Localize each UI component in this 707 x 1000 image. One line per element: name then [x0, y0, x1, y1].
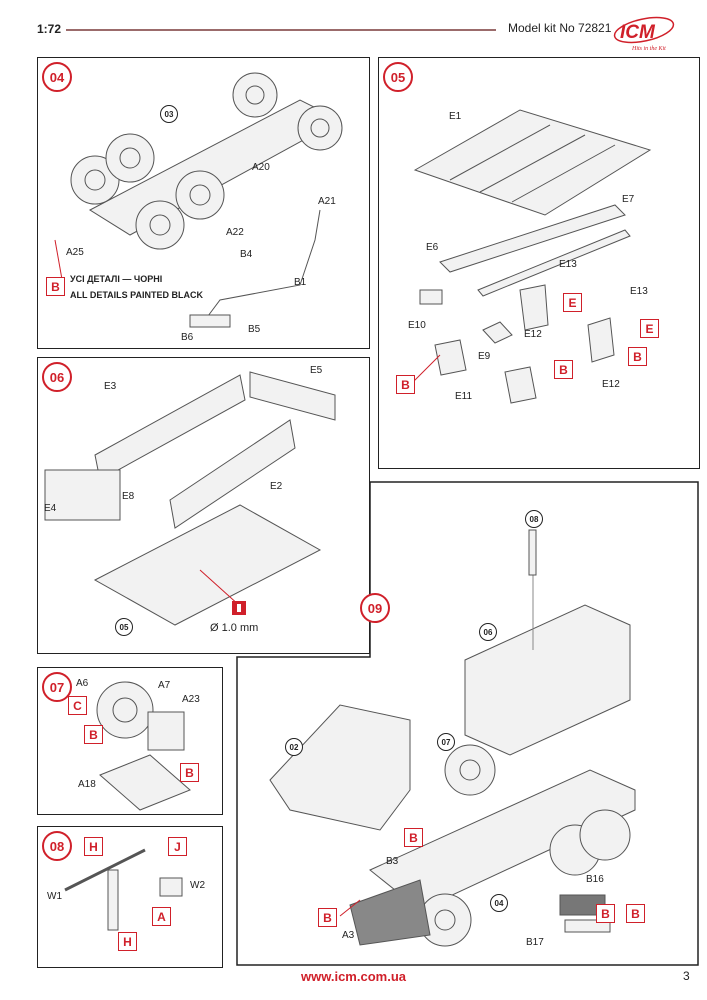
part-label: W1: [47, 891, 62, 902]
part-label: E12: [602, 379, 620, 390]
part-label: A6: [76, 678, 89, 689]
paint-color-code: H: [118, 932, 137, 951]
part-label: E7: [622, 194, 635, 205]
paint-color-code: E: [640, 319, 659, 338]
floor-drawing: [413, 109, 652, 404]
paint-color-code: B: [396, 375, 415, 394]
paint-color-code: B: [46, 277, 65, 296]
part-label: E4: [44, 503, 57, 514]
part-label: B6: [181, 332, 194, 343]
paint-color-code: B: [180, 763, 199, 782]
paint-color-code: H: [84, 837, 103, 856]
subassembly-ref: 08: [525, 510, 543, 528]
subassembly-ref: 04: [490, 894, 508, 912]
step-number-09: 09: [360, 593, 390, 623]
subassembly-ref: 07: [437, 733, 455, 751]
part-label: B4: [240, 249, 253, 260]
part-label: A20: [252, 162, 270, 173]
paint-color-code: E: [563, 293, 582, 312]
page-number: 3: [683, 969, 690, 983]
website-link[interactable]: www.icm.com.ua: [301, 969, 406, 984]
step-number-05: 05: [383, 62, 413, 92]
part-label: W2: [190, 880, 205, 891]
machine-gun-drawing: [64, 848, 183, 931]
svg-text:Hits in the Kit: Hits in the Kit: [631, 46, 666, 52]
part-label: A21: [318, 196, 336, 207]
step-number-08: 08: [42, 831, 72, 861]
step-number-07: 07: [42, 672, 72, 702]
paint-note-ua: УСІ ДЕТАЛІ — ЧОРНІ: [70, 274, 163, 284]
part-label: A22: [226, 227, 244, 238]
part-label: E9: [478, 351, 491, 362]
header-rule: [66, 29, 496, 31]
subassembly-ref: 06: [479, 623, 497, 641]
icm-logo: ICM Hits in the Kit: [608, 14, 680, 54]
subassembly-ref: 05: [115, 618, 133, 636]
part-label: E6: [426, 242, 439, 253]
part-label: A23: [182, 694, 200, 705]
part-label: A3: [342, 930, 355, 941]
part-label: E12: [524, 329, 542, 340]
part-label: B16: [586, 874, 604, 885]
paint-color-code: J: [168, 837, 187, 856]
step-number-06: 06: [42, 362, 72, 392]
part-label: E10: [408, 320, 426, 331]
chassis-drawing: [70, 72, 343, 328]
cargo-body-drawing: [44, 371, 336, 626]
scale-label: 1:72: [37, 22, 62, 36]
paint-color-code: B: [626, 904, 645, 923]
part-label: E13: [559, 259, 577, 270]
part-label: B17: [526, 937, 544, 948]
drill-size-label: Ø 1.0 mm: [210, 622, 259, 634]
part-label: E3: [104, 381, 117, 392]
paint-color-code: B: [318, 908, 337, 927]
part-label: B3: [386, 856, 399, 867]
step-number-04: 04: [42, 62, 72, 92]
kit-number: Model kit No 72821: [508, 21, 612, 35]
part-label: A25: [66, 247, 84, 258]
part-label: A18: [78, 779, 96, 790]
paint-color-code: B: [628, 347, 647, 366]
drill-icon: [232, 601, 246, 615]
part-label: E2: [270, 481, 283, 492]
paint-color-code: A: [152, 907, 171, 926]
part-label: E1: [449, 111, 462, 122]
paint-color-code: B: [404, 828, 423, 847]
part-label: E13: [630, 286, 648, 297]
part-label: E8: [122, 491, 135, 502]
truck-drawing: [269, 529, 636, 947]
part-label: E5: [310, 365, 323, 376]
part-label: E11: [455, 391, 473, 402]
paint-note-en: ALL DETAILS PAINTED BLACK: [70, 290, 203, 300]
paint-color-code: B: [84, 725, 103, 744]
step-09-border: [236, 481, 699, 966]
paint-color-code: C: [68, 696, 87, 715]
subassembly-ref: 03: [160, 105, 178, 123]
paint-color-code: B: [596, 904, 615, 923]
part-label: B1: [294, 277, 307, 288]
part-label: A7: [158, 680, 171, 691]
spare-wheel-drawing: [96, 681, 191, 811]
subassembly-ref: 02: [285, 738, 303, 756]
part-label: B5: [248, 324, 261, 335]
paint-color-code: B: [554, 360, 573, 379]
svg-text:ICM: ICM: [620, 22, 656, 43]
